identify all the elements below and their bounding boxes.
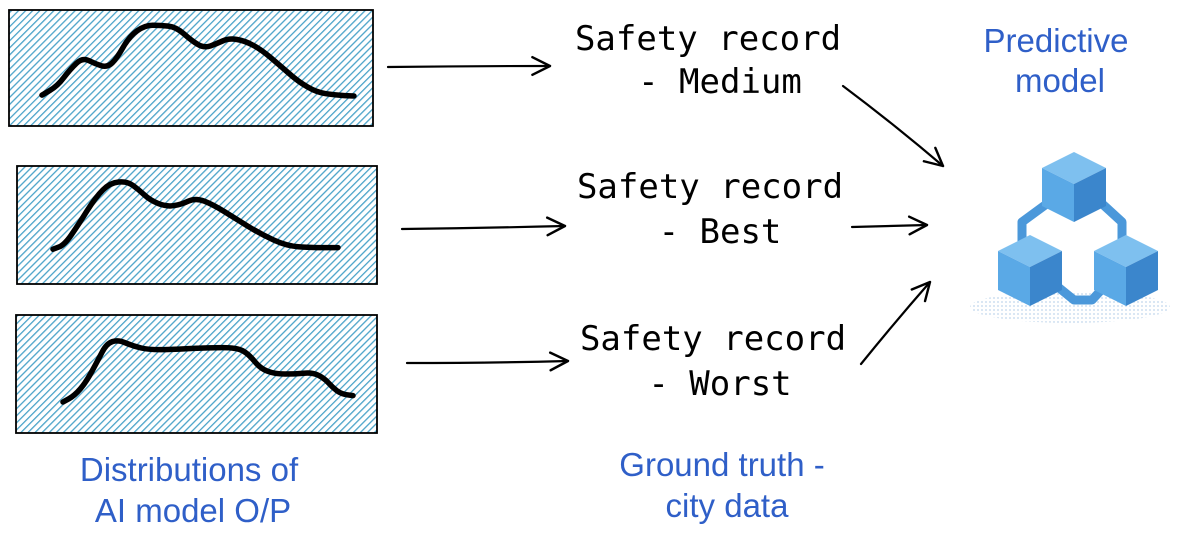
arrow-best-to-record bbox=[400, 216, 567, 237]
distributions-caption-line1: Distributions of bbox=[80, 451, 299, 488]
distributions-caption-line2: AI model O/P bbox=[95, 492, 291, 529]
safety-record-worst-line2: - Worst bbox=[648, 364, 791, 404]
arrow-best-record-to-model bbox=[850, 215, 929, 236]
safety-record-medium-line1: Safety record bbox=[575, 19, 841, 59]
safety-record-medium: Safety record - Medium bbox=[575, 19, 841, 102]
ground-truth-caption-line1: Ground truth - bbox=[619, 446, 824, 483]
network-cubes-icon bbox=[970, 152, 1170, 323]
distribution-curve-best bbox=[50, 179, 341, 252]
safety-record-best-line1: Safety record bbox=[577, 167, 843, 207]
arrow-worst-record-to-model bbox=[859, 280, 932, 366]
distribution-curve-worst bbox=[60, 338, 356, 405]
distribution-panel-medium bbox=[8, 9, 374, 127]
predictive-model-title-line2: model bbox=[1015, 62, 1105, 99]
distribution-curve-medium bbox=[39, 22, 357, 99]
safety-record-medium-line2: - Medium bbox=[638, 62, 802, 102]
safety-record-worst: Safety record - Worst bbox=[580, 319, 846, 404]
safety-record-worst-line1: Safety record bbox=[580, 319, 846, 359]
arrow-medium-record-to-model bbox=[841, 84, 945, 168]
predictive-model-title-line1: Predictive bbox=[984, 22, 1129, 59]
arrow-medium-to-record bbox=[386, 55, 552, 77]
ground-truth-caption-line2: city data bbox=[666, 487, 790, 524]
arrow-worst-to-record bbox=[405, 351, 570, 372]
safety-record-best-line2: - Best bbox=[659, 212, 782, 252]
distribution-panel-worst bbox=[15, 314, 378, 434]
safety-record-best: Safety record - Best bbox=[577, 167, 843, 252]
distribution-panel-best bbox=[16, 165, 378, 285]
